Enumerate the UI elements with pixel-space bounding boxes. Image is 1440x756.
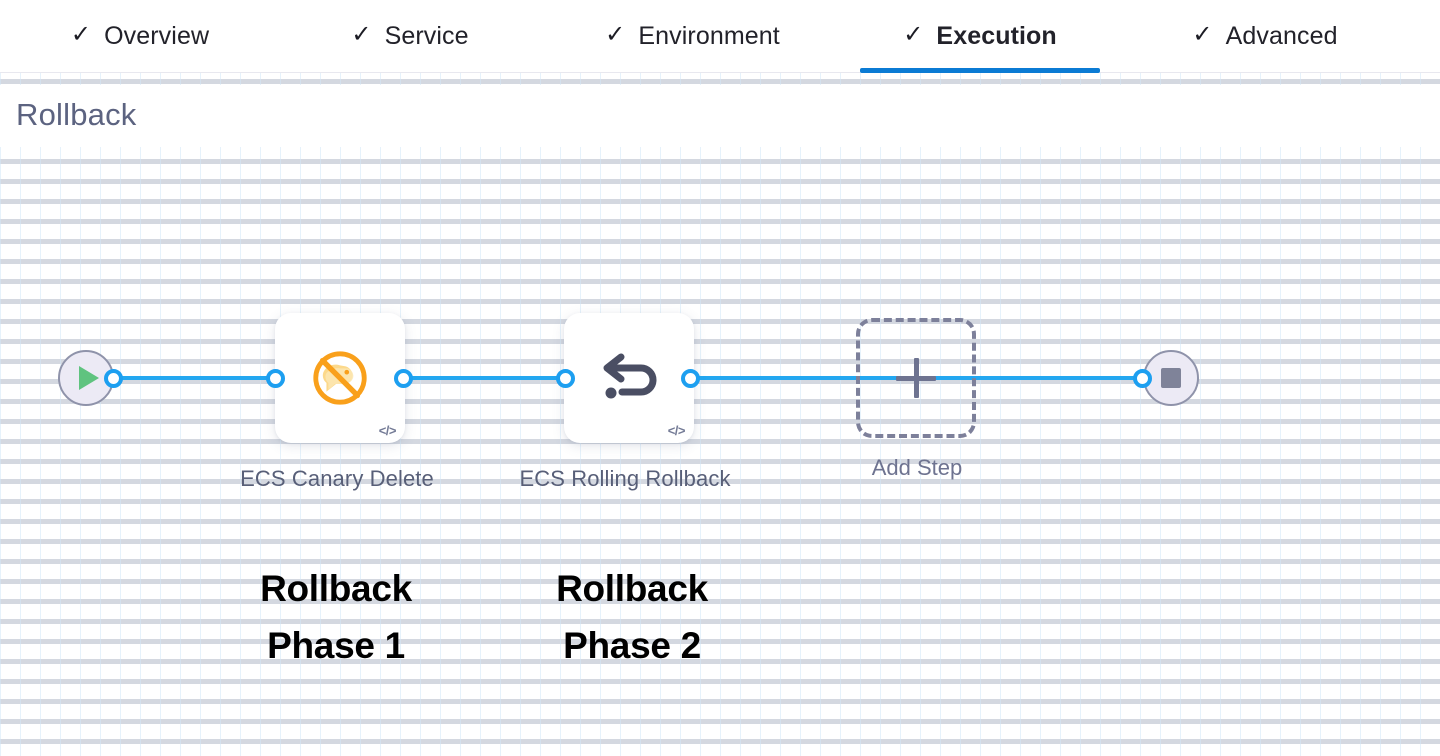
step-label-ecs-canary-delete: ECS Canary Delete (240, 466, 434, 491)
check-icon: ✓ (70, 21, 92, 48)
port-end-input[interactable] (1133, 369, 1152, 388)
tab-overview-label: Overview (104, 21, 210, 50)
stage-tab-bar: ✓ Overview ✓ Service ✓ Environment ✓ Exe… (0, 0, 1440, 73)
add-step-label: Add Step (871, 455, 963, 480)
check-icon: ✓ (605, 21, 626, 48)
code-view-icon[interactable]: </> (378, 423, 397, 438)
tab-environment-label: Environment (638, 21, 780, 50)
annotation-rollback-phase-2: Rollback Phase 2 (556, 568, 708, 666)
check-icon: ✓ (1192, 21, 1213, 48)
step-card-ecs-canary-delete[interactable]: </> (275, 313, 405, 443)
edge-start-to-step1 (112, 376, 274, 380)
edge-step1-to-step2 (402, 376, 564, 380)
tab-advanced[interactable]: ✓ Advanced (1145, 0, 1385, 72)
section-title-band (0, 85, 1440, 147)
port-step1-output[interactable] (394, 369, 413, 388)
tab-overview[interactable]: ✓ Overview (20, 0, 260, 72)
add-step-button[interactable] (856, 318, 976, 438)
rollback-arrow-icon (603, 353, 657, 399)
port-step1-input[interactable] (266, 369, 285, 388)
code-view-icon[interactable]: </> (667, 423, 686, 438)
port-step2-output[interactable] (681, 369, 700, 388)
annotation-rollback-phase-1: Rollback Phase 1 (260, 568, 412, 666)
play-icon (79, 366, 99, 390)
check-icon: ✓ (351, 21, 372, 48)
tab-service[interactable]: ✓ Service (310, 0, 510, 72)
ecs-canary-delete-icon (313, 351, 367, 405)
tab-service-label: Service (384, 21, 469, 50)
tab-active-underline (860, 68, 1100, 73)
port-start-output[interactable] (104, 369, 123, 388)
plus-icon-vertical (913, 358, 919, 398)
tab-execution-label: Execution (936, 21, 1057, 50)
port-step2-input[interactable] (556, 369, 575, 388)
tab-execution[interactable]: ✓ Execution (860, 0, 1100, 73)
tab-advanced-label: Advanced (1225, 21, 1338, 50)
pipeline-canvas[interactable]: Rollback </> </> (0, 73, 1440, 756)
check-icon: ✓ (903, 21, 924, 48)
step-card-ecs-rolling-rollback[interactable]: </> (564, 313, 694, 443)
step-label-ecs-rolling-rollback: ECS Rolling Rollback (519, 466, 731, 491)
page-title: Rollback (16, 97, 137, 132)
tab-environment[interactable]: ✓ Environment (560, 0, 825, 72)
stop-icon (1161, 368, 1181, 388)
